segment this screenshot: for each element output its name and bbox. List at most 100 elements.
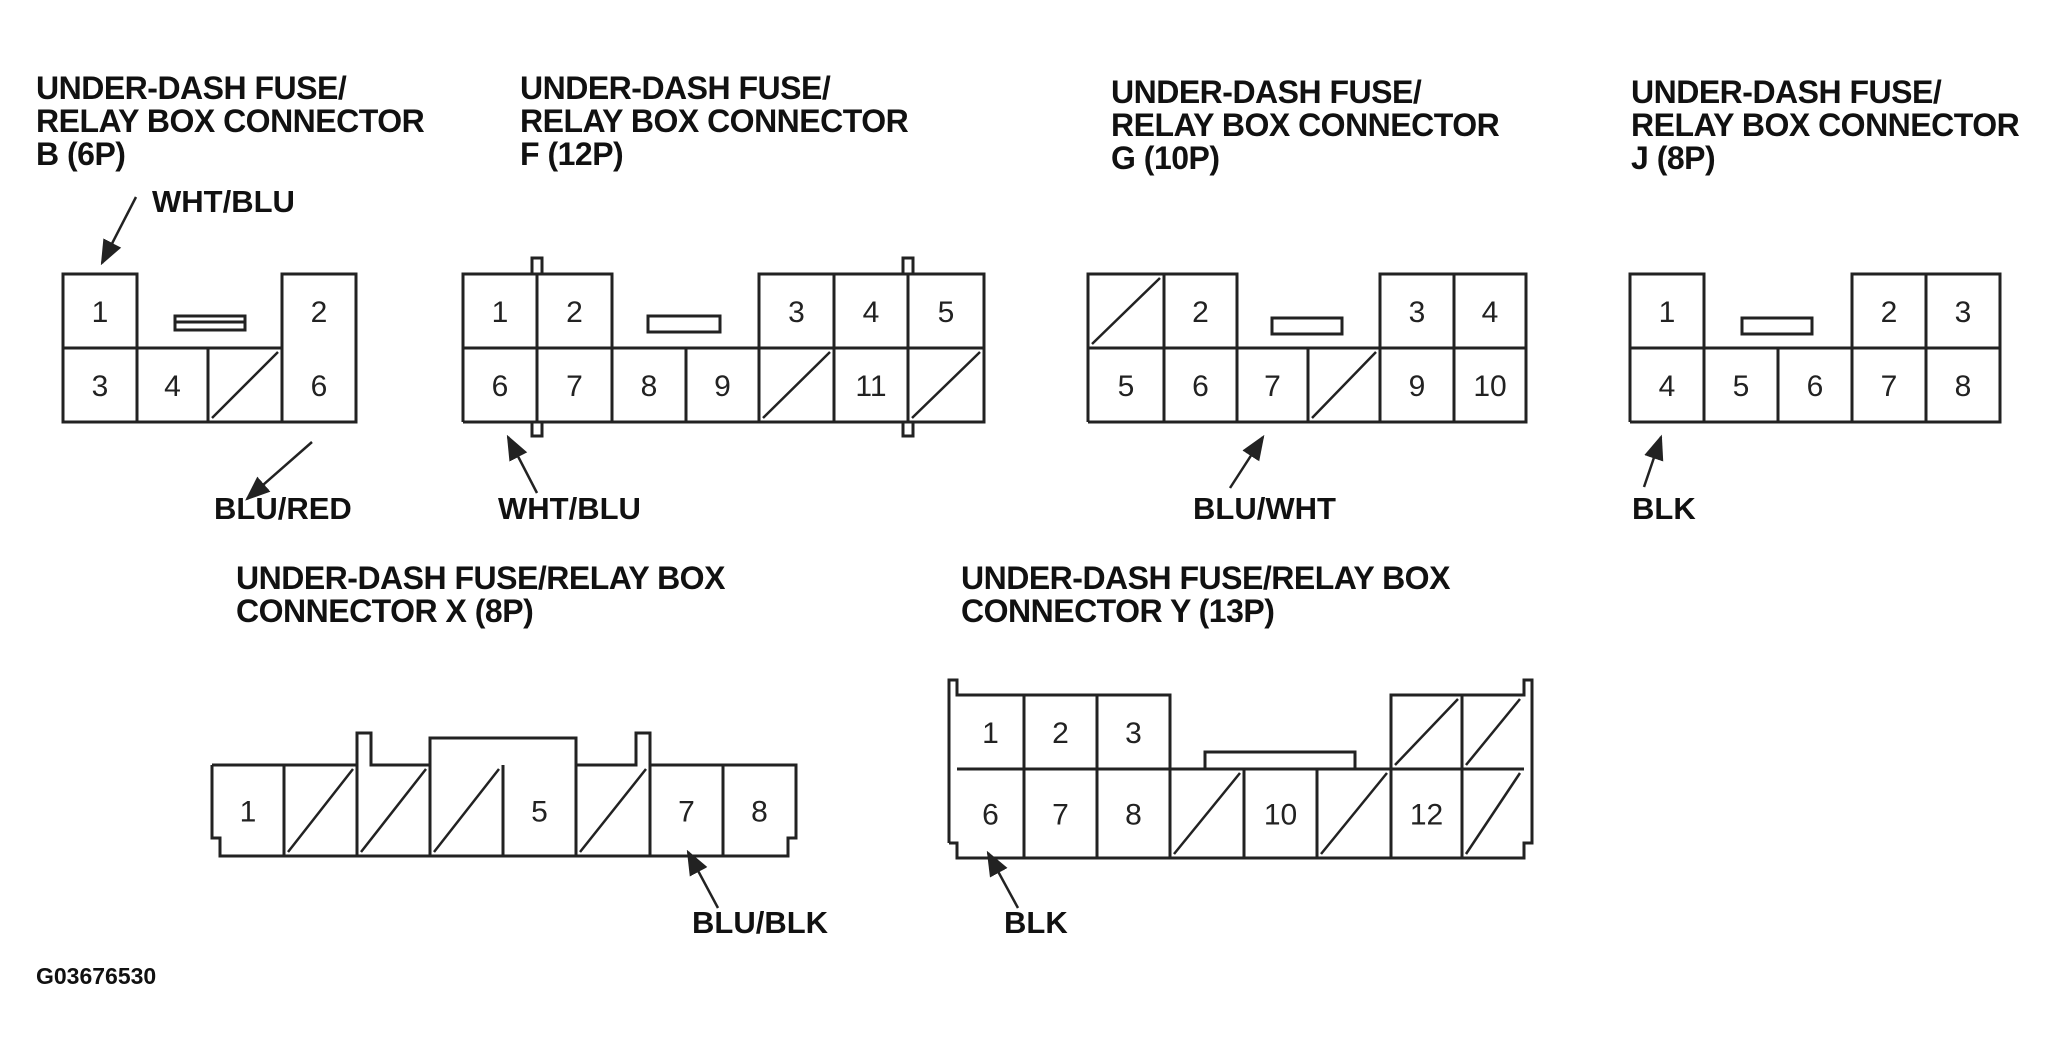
connector-g-title: UNDER-DASH FUSE/ RELAY BOX CONNECTOR G (… bbox=[1111, 74, 1500, 176]
connector-y-pin-6: 6 bbox=[982, 799, 999, 832]
connector-b-wire-label-wht-blu: WHT/BLU bbox=[152, 184, 295, 219]
connector-g-title-line-1: UNDER-DASH FUSE/ bbox=[1111, 74, 1422, 110]
connector-b-pin-2: 2 bbox=[311, 296, 328, 329]
connector-f-arrow-wht-blu bbox=[506, 434, 539, 494]
connector-g-pin-9: 9 bbox=[1409, 370, 1426, 403]
connector-x-empty-cavity bbox=[579, 768, 647, 853]
connector-j-pin-2: 2 bbox=[1881, 296, 1898, 329]
connector-x-title-line-2: CONNECTOR X (8P) bbox=[236, 593, 534, 629]
connector-b-pin-1: 1 bbox=[92, 296, 109, 329]
connector-y-pin-10: 10 bbox=[1264, 799, 1297, 832]
connector-f-wire-label-wht-blu: WHT/BLU bbox=[498, 491, 641, 526]
connector-f-title-line-2: RELAY BOX CONNECTOR bbox=[520, 103, 909, 139]
connector-x-pin-5: 5 bbox=[531, 796, 548, 829]
connector-y-pin-3: 3 bbox=[1125, 717, 1142, 750]
connector-y-arrow-blk bbox=[986, 850, 1020, 909]
connector-y-empty-cavity bbox=[1173, 772, 1241, 855]
connector-j-pin-4: 4 bbox=[1659, 370, 1676, 403]
connector-g-pin-5: 5 bbox=[1118, 370, 1135, 403]
connector-lock-tab bbox=[1270, 316, 1344, 336]
connector-y-title-line-2: CONNECTOR Y (13P) bbox=[961, 593, 1275, 629]
connector-y-wire-label-blk: BLK bbox=[1004, 905, 1068, 940]
connector-lock-tab bbox=[901, 256, 915, 276]
connector-y-body bbox=[949, 678, 1534, 860]
connector-j-title-line-1: UNDER-DASH FUSE/ bbox=[1631, 74, 1942, 110]
connector-lock-tab bbox=[1740, 316, 1814, 336]
connector-y-pin-2: 2 bbox=[1052, 717, 1069, 750]
connector-g-pin-7: 7 bbox=[1264, 370, 1281, 403]
connector-g-pin-2: 2 bbox=[1192, 296, 1209, 329]
connector-y-title-line-1: UNDER-DASH FUSE/RELAY BOX bbox=[961, 560, 1450, 596]
connector-j-wire-label-blk: BLK bbox=[1632, 491, 1696, 526]
connector-x-empty-cavity bbox=[360, 768, 427, 853]
connector-y-title: UNDER-DASH FUSE/RELAY BOX CONNECTOR Y (1… bbox=[961, 562, 1450, 628]
connector-b-wire-label-blu-red: BLU/RED bbox=[214, 491, 352, 526]
connector-b-title-line-1: UNDER-DASH FUSE/ bbox=[36, 70, 347, 106]
connector-j-title-line-3: J (8P) bbox=[1631, 140, 1716, 176]
connector-j-pin-8: 8 bbox=[1955, 370, 1972, 403]
connector-x-body bbox=[210, 731, 798, 858]
connector-g-title-line-3: G (10P) bbox=[1111, 140, 1220, 176]
connector-x-title-line-1: UNDER-DASH FUSE/RELAY BOX bbox=[236, 560, 725, 596]
connector-x-title: UNDER-DASH FUSE/RELAY BOX CONNECTOR X (8… bbox=[236, 562, 725, 628]
connector-b-pin-4: 4 bbox=[164, 370, 181, 403]
connector-x-empty-cavity bbox=[433, 768, 500, 853]
connector-lock-tab bbox=[901, 420, 915, 438]
connector-b-arrow-wht-blu bbox=[100, 196, 138, 266]
connector-y-empty-cavity bbox=[1465, 698, 1521, 766]
connector-g-wire-label-blu-wht: BLU/WHT bbox=[1193, 491, 1336, 526]
connector-lock-tab bbox=[646, 314, 722, 334]
connector-b-title: UNDER-DASH FUSE/ RELAY BOX CONNECTOR B (… bbox=[36, 70, 425, 172]
connector-y-pin-12: 12 bbox=[1410, 799, 1443, 832]
connector-b-pin-3: 3 bbox=[92, 370, 109, 403]
connector-f-pin-6: 6 bbox=[492, 370, 509, 403]
connector-f-body bbox=[463, 272, 986, 424]
connector-g-pin-6: 6 bbox=[1192, 370, 1209, 403]
connector-j-pin-3: 3 bbox=[1955, 296, 1972, 329]
connector-y-pin-8: 8 bbox=[1125, 799, 1142, 832]
connector-b-body bbox=[61, 272, 358, 424]
connector-y-empty-cavity bbox=[1320, 772, 1388, 855]
connector-g-arrow-blu-wht bbox=[1228, 434, 1265, 489]
connector-g-pin-10: 10 bbox=[1473, 370, 1506, 403]
connector-g-empty-cavity bbox=[1311, 351, 1377, 419]
connector-f-empty-cavity bbox=[762, 351, 831, 419]
connector-x-arrow-blu-blk bbox=[686, 849, 720, 909]
connector-x-empty-cavity bbox=[287, 768, 354, 853]
connector-j-title: UNDER-DASH FUSE/ RELAY BOX CONNECTOR J (… bbox=[1631, 74, 2020, 176]
connector-b-title-line-2: RELAY BOX CONNECTOR bbox=[36, 103, 425, 139]
connector-f-pin-5: 5 bbox=[938, 296, 955, 329]
connector-x-pin-1: 1 bbox=[240, 796, 257, 829]
connector-b-pin-6: 6 bbox=[311, 370, 328, 403]
connector-j-arrow-blk bbox=[1642, 434, 1664, 488]
connector-j-pin-1: 1 bbox=[1659, 296, 1676, 329]
connector-y-empty-cavity bbox=[1394, 698, 1459, 766]
connector-f-pin-2: 2 bbox=[566, 296, 583, 329]
connector-x-pin-8: 8 bbox=[751, 796, 768, 829]
connector-y-body bbox=[947, 678, 1172, 843]
connector-g-title-line-2: RELAY BOX CONNECTOR bbox=[1111, 107, 1500, 143]
connector-f-empty-cavity bbox=[911, 351, 981, 419]
connector-b-empty-cavity bbox=[211, 351, 279, 419]
connector-b-body bbox=[61, 272, 139, 348]
connector-g-pin-4: 4 bbox=[1482, 296, 1499, 329]
connector-y-pin-7: 7 bbox=[1052, 799, 1069, 832]
connector-f-pin-3: 3 bbox=[788, 296, 805, 329]
connector-j-pin-7: 7 bbox=[1881, 370, 1898, 403]
connector-j-pin-6: 6 bbox=[1807, 370, 1824, 403]
connector-j-body bbox=[1630, 272, 2002, 424]
connector-y-pin-1: 1 bbox=[982, 717, 999, 750]
connector-g-pin-3: 3 bbox=[1409, 296, 1426, 329]
connector-f-pin-7: 7 bbox=[566, 370, 583, 403]
connector-y-empty-cavity bbox=[1464, 772, 1522, 855]
connector-f-title-line-1: UNDER-DASH FUSE/ bbox=[520, 70, 831, 106]
connector-b-arrow-blu-red bbox=[245, 441, 313, 501]
connector-j-pin-5: 5 bbox=[1733, 370, 1750, 403]
connector-f-pin-1: 1 bbox=[492, 296, 509, 329]
connector-lock-tab bbox=[530, 256, 544, 276]
connector-f-pin-9: 9 bbox=[714, 370, 731, 403]
connector-j-title-line-2: RELAY BOX CONNECTOR bbox=[1631, 107, 2020, 143]
connector-b-title-line-3: B (6P) bbox=[36, 136, 126, 172]
connector-x-pin-7: 7 bbox=[678, 796, 695, 829]
